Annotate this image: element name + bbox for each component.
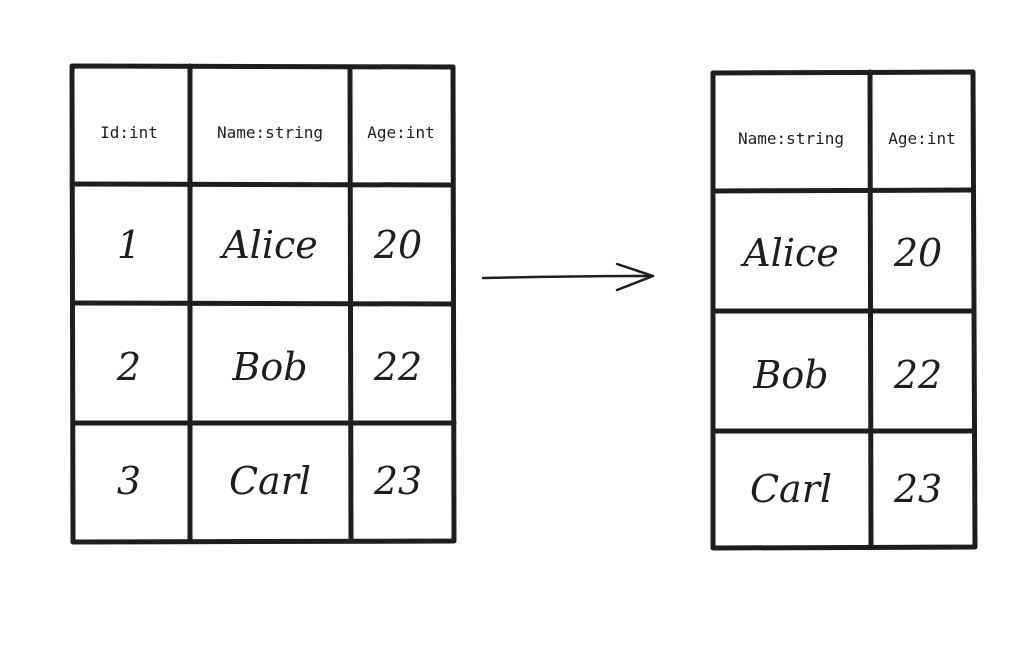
target-table-grid xyxy=(710,69,978,551)
target-table: Name:string Age:int Alice 20 Bob 22 Carl… xyxy=(710,69,978,551)
source-cell-id: 2 xyxy=(116,345,141,389)
target-cell-age: 23 xyxy=(893,467,942,511)
arrow-right-icon xyxy=(481,262,655,292)
target-cell-age: 20 xyxy=(893,231,942,275)
source-table-row: 3 Carl 23 xyxy=(117,459,422,503)
source-cell-age: 22 xyxy=(373,345,422,389)
target-cell-name: Bob xyxy=(752,353,828,397)
source-header-id: Id:int xyxy=(100,123,158,142)
target-cell-age: 22 xyxy=(893,353,942,397)
source-table: Id:int Name:string Age:int 1 Alice 20 2 … xyxy=(69,63,457,545)
target-header-name: Name:string xyxy=(738,129,844,148)
target-cell-name: Alice xyxy=(740,231,839,275)
source-table-row: 2 Bob 22 xyxy=(116,345,422,389)
target-table-header-row: Name:string Age:int xyxy=(738,129,956,148)
source-cell-name: Alice xyxy=(219,223,318,267)
source-cell-name: Bob xyxy=(231,345,307,389)
source-header-name: Name:string xyxy=(217,123,323,142)
source-header-age: Age:int xyxy=(367,123,434,142)
source-cell-age: 20 xyxy=(373,223,422,267)
target-table-row: Carl 23 xyxy=(750,467,942,511)
target-table-row: Bob 22 xyxy=(752,353,942,397)
source-table-row: 1 Alice 20 xyxy=(117,223,422,267)
source-table-header-row: Id:int Name:string Age:int xyxy=(100,123,435,142)
source-cell-name: Carl xyxy=(229,459,311,503)
source-table-grid xyxy=(69,63,457,545)
target-cell-name: Carl xyxy=(750,467,832,511)
source-cell-id: 1 xyxy=(117,223,141,267)
target-header-age: Age:int xyxy=(888,129,955,148)
target-table-row: Alice 20 xyxy=(740,231,942,275)
source-cell-id: 3 xyxy=(117,459,141,503)
source-cell-age: 23 xyxy=(373,459,422,503)
